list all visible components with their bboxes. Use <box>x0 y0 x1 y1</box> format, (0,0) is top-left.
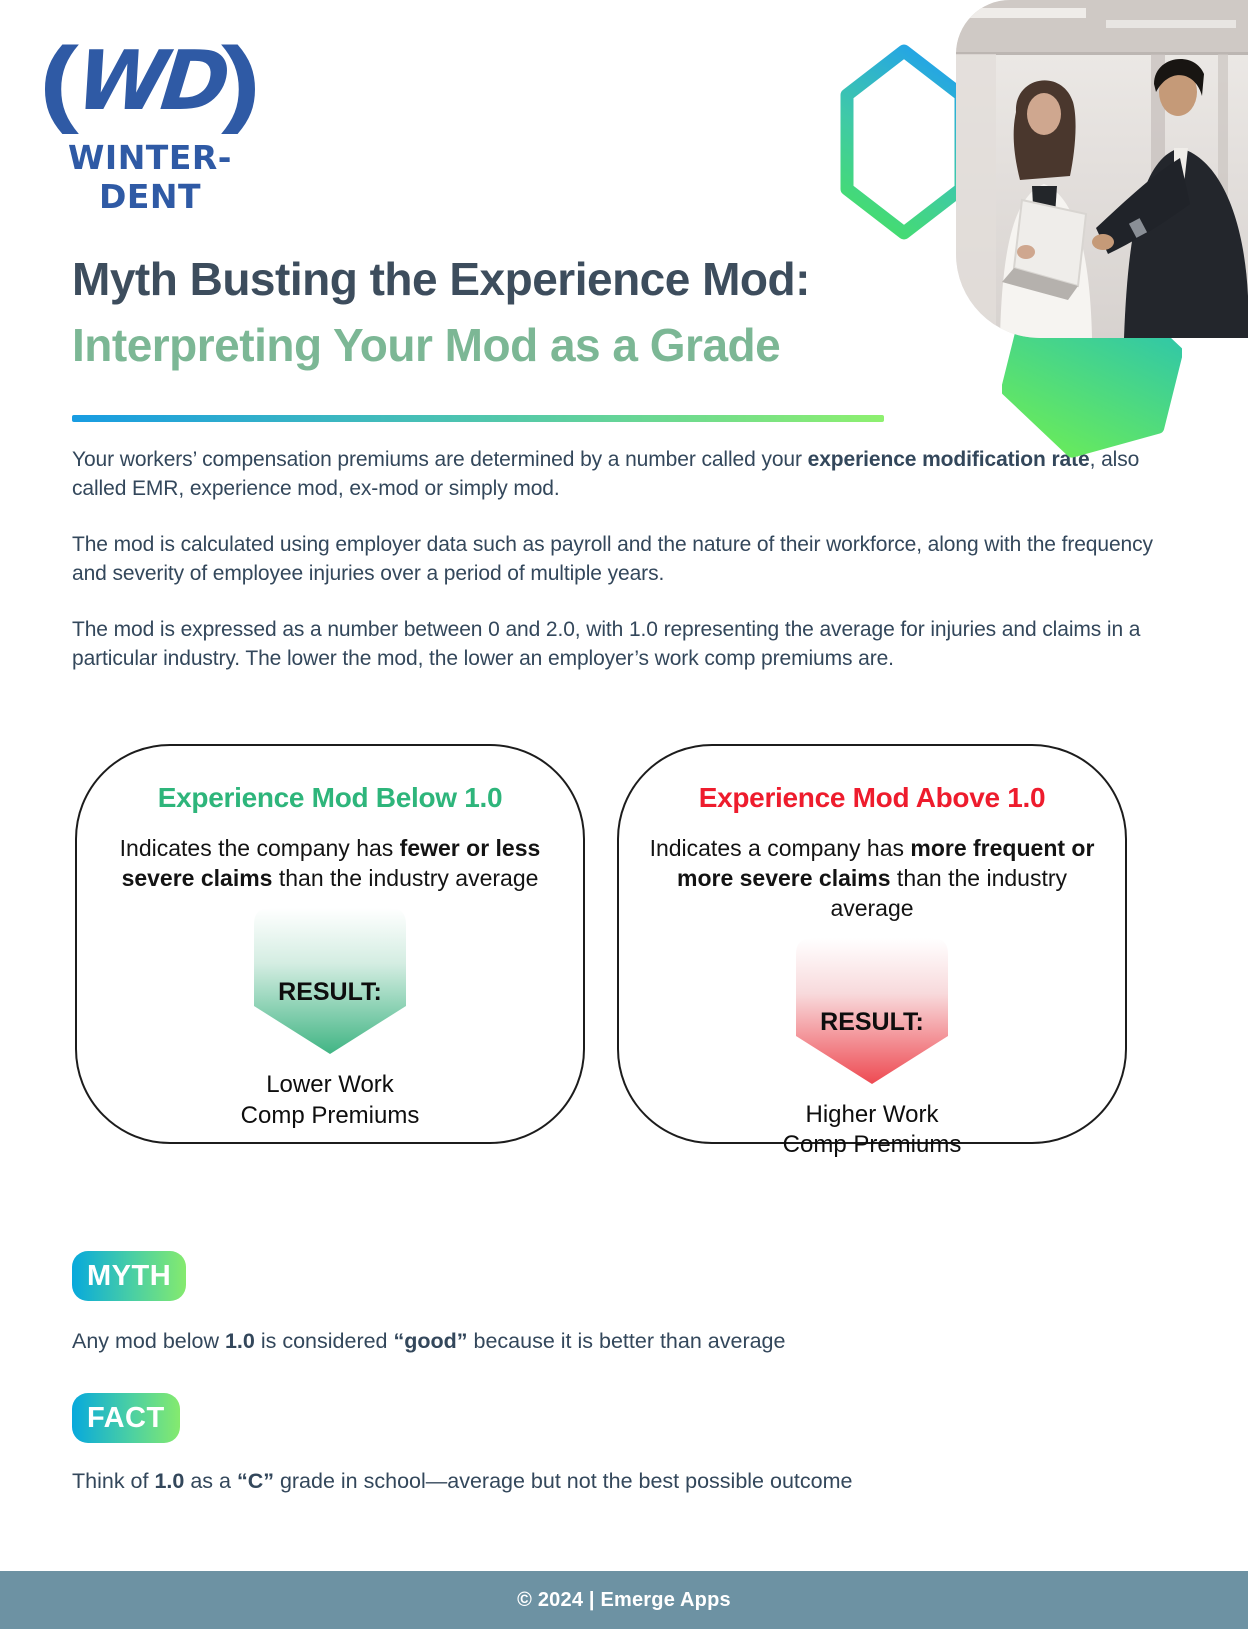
winter-dent-logo: ( WD ) WINTER-DENT <box>30 28 270 217</box>
page-footer: © 2024 | Emerge Apps <box>0 1571 1248 1629</box>
logo-right-paren: ) <box>221 28 262 135</box>
page-subtitle: Interpreting Your Mod as a Grade <box>72 319 781 371</box>
card-mod-above-1: Experience Mod Above 1.0 Indicates a com… <box>617 744 1127 1158</box>
intro-paragraph-3: The mod is expressed as a number between… <box>72 618 1141 670</box>
fact-text: Think of 1.0 as a “C” grade in school—av… <box>72 1469 853 1493</box>
header-photo-illustration <box>956 0 1248 338</box>
down-arrow-icon <box>254 907 406 1054</box>
card-description: Indicates the company has fewer or less … <box>119 835 541 891</box>
header-photo <box>956 0 1248 338</box>
title-underline-rule <box>72 415 884 422</box>
logo-left-paren: ( <box>38 28 79 135</box>
footer-copyright-text: © 2024 | Emerge Apps <box>517 1588 731 1611</box>
myth-text: Any mod below 1.0 is considered “good” b… <box>72 1329 786 1353</box>
outcome-line-2: Comp Premiums <box>240 1101 420 1129</box>
logo-monogram: WD <box>71 34 229 129</box>
result-label: RESULT: <box>278 977 382 1006</box>
outcome-line-2: Comp Premiums <box>782 1131 962 1159</box>
mod-comparison-cards: Experience Mod Below 1.0 Indicates the c… <box>75 744 1127 1158</box>
card-heading: Experience Mod Above 1.0 <box>698 782 1046 813</box>
result-label: RESULT: <box>820 1007 924 1036</box>
card-description: Indicates a company has more frequent or… <box>649 835 1095 921</box>
intro-paragraph-1: Your workers’ compensation premiums are … <box>72 448 1140 500</box>
outcome-line-1: Lower Work <box>266 1070 394 1098</box>
result-arrow: RESULT: <box>796 937 948 1084</box>
intro-paragraph-2: The mod is calculated using employer dat… <box>72 533 1153 585</box>
result-arrow: RESULT: <box>254 907 406 1054</box>
card-mod-below-1: Experience Mod Below 1.0 Indicates the c… <box>75 744 585 1144</box>
down-arrow-icon <box>796 937 948 1084</box>
card-heading: Experience Mod Below 1.0 <box>157 782 503 813</box>
outcome-line-1: Higher Work <box>805 1100 939 1128</box>
card-outcome-text: Higher Work Comp Premiums <box>783 1100 962 1161</box>
card-outcome-text: Lower Work Comp Premiums <box>241 1070 420 1131</box>
intro-section: Your workers’ compensation premiums are … <box>72 446 1176 701</box>
fact-badge: FACT <box>72 1393 180 1443</box>
winter-dent-logo-mark-icon: ( WD ) <box>30 28 270 136</box>
logo-wordmark: WINTER-DENT <box>68 138 232 216</box>
hexagon-outline-decoration <box>840 44 968 240</box>
page-title: Myth Busting the Experience Mod: <box>72 253 810 305</box>
myth-badge: MYTH <box>72 1251 187 1301</box>
